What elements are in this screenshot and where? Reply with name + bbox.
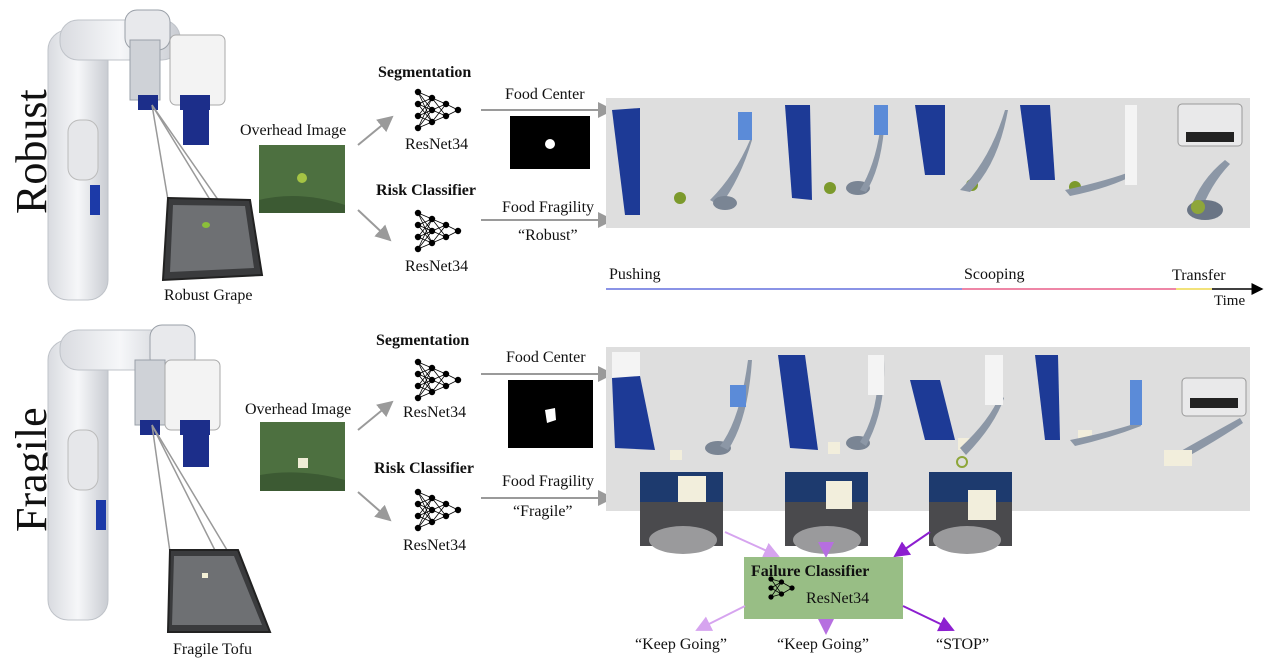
phase-label-pushing: Pushing [609,266,661,283]
plate-caption-fragile: Fragile Tofu [173,641,253,658]
fragility-value-fragile: “Fragile” [513,503,573,520]
arrow-to-risk-robust [357,209,392,242]
wrist-camera-thumbnail [785,472,868,554]
neural-net-icon [414,209,462,253]
output-stop: “STOP” [936,636,990,653]
arrow-to-risk-fragile [357,491,392,522]
segmentation-title-robust: Segmentation [378,64,472,81]
overhead-label-fragile: Overhead Image [245,401,352,418]
failure-classifier-model: ResNet34 [806,590,870,607]
failure-classifier-title: Failure Classifier [751,563,870,580]
arrow-thumb3-to-classifier [893,531,931,558]
risk-title-robust: Risk Classifier [376,182,476,199]
plate-robust [151,104,264,282]
plate-caption-robust: Robust Grape [164,287,253,304]
arrow-to-segmentation-robust [357,115,394,146]
wrist-camera-thumbnail [640,472,723,554]
risk-model-fragile: ResNet34 [403,537,467,554]
robot-arm-robust [47,9,226,301]
food-center-label-robust: Food Center [505,86,585,103]
output-keep-going-1: “Keep Going” [635,636,727,653]
arrow-thumb1-to-classifier [724,531,780,558]
neural-net-icon [414,358,462,402]
output-keep-going-2: “Keep Going” [777,636,869,653]
wrist-camera-thumbnail [929,472,1012,554]
segmentation-model-fragile: ResNet34 [403,404,467,421]
grape-on-plate [202,222,210,228]
phase-label-transfer: Transfer [1172,267,1226,284]
robot-arm-fragile [47,324,221,621]
food-fragility-label-robust: Food Fragility [502,199,595,216]
segmentation-title-fragile: Segmentation [376,332,470,349]
risk-title-fragile: Risk Classifier [374,460,474,477]
segmentation-model-robust: ResNet34 [405,136,469,153]
arrow-output-keep-going-1 [695,605,746,631]
arrow-to-segmentation-fragile [357,400,394,431]
neural-net-icon [414,488,462,532]
arrow-output-stop [902,605,955,632]
overhead-label-robust: Overhead Image [240,122,347,139]
phase-label-scooping: Scooping [964,266,1025,283]
plate-fragile [151,424,272,633]
food-fragility-label-fragile: Food Fragility [502,473,595,490]
risk-model-robust: ResNet34 [405,258,469,275]
frames-fragile [612,352,1247,468]
neural-net-icon [768,576,795,600]
frames-robust [612,103,1243,220]
tofu-on-plate [202,573,208,578]
food-center-label-fragile: Food Center [506,349,586,366]
neural-net-icon [414,88,462,132]
fragility-value-robust: “Robust” [518,227,578,244]
time-axis-label: Time [1214,293,1246,309]
